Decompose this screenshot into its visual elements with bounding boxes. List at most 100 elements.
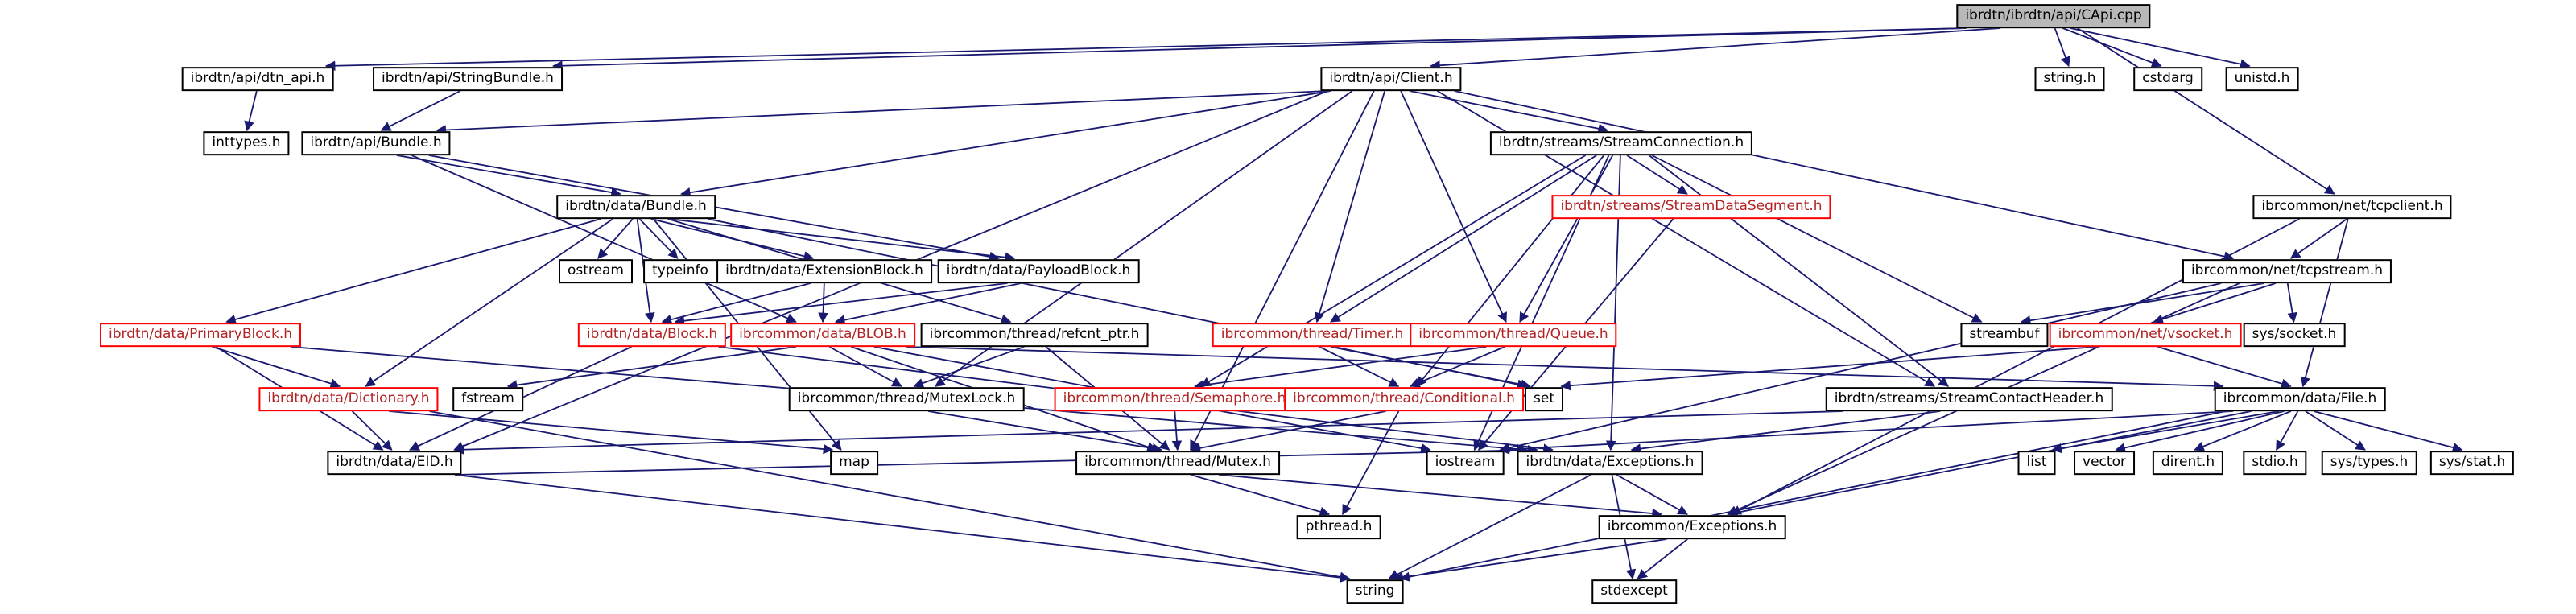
include-edge-mutexlock--mutex — [927, 410, 1163, 454]
graph-node-eid[interactable]: ibrdtn/data/EID.h — [327, 451, 462, 475]
graph-node-pthread_h[interactable]: pthread.h — [1296, 515, 1381, 539]
graph-node-ibrcommon_exceptions[interactable]: ibrcommon/Exceptions.h — [1598, 515, 1786, 539]
graph-node-vsocket[interactable]: ibrcommon/net/vsocket.h — [2049, 323, 2242, 347]
include-edge-tcpstream--vsocket — [2153, 282, 2277, 324]
graph-node-conditional[interactable]: ibrcommon/thread/Conditional.h — [1284, 387, 1524, 411]
graph-node-capi: ibrdtn/ibrdtn/api/CApi.cpp — [1956, 4, 2151, 28]
graph-node-streamconnection[interactable]: ibrdtn/streams/StreamConnection.h — [1489, 131, 1753, 155]
include-edge-api_bundle--blob — [411, 155, 797, 323]
graph-node-stdio_h[interactable]: stdio.h — [2243, 451, 2307, 475]
include-edge-queue--semaphore — [1194, 346, 1487, 390]
include-edge-client--api_bundle — [436, 90, 1328, 135]
include-edge-tcpstream--iostream_h — [1499, 282, 2222, 453]
graph-node-timer[interactable]: ibrcommon/thread/Timer.h — [1212, 323, 1413, 347]
include-edge-tcpstream--sys_socket — [2286, 282, 2297, 323]
include-edge-file--stdio_h — [2276, 410, 2299, 451]
include-edge-extensionblock--blob — [818, 282, 828, 323]
graph-node-block[interactable]: ibrdtn/data/Block.h — [577, 323, 727, 347]
include-edge-eid--string_cpp — [455, 474, 1351, 583]
graph-node-primaryblock[interactable]: ibrdtn/data/PrimaryBlock.h — [99, 323, 302, 347]
graph-node-file[interactable]: ibrcommon/data/File.h — [2214, 387, 2386, 411]
graph-node-semaphore[interactable]: ibrcommon/thread/Semaphore.h — [1054, 387, 1295, 411]
include-edge-mutex--ibrcommon_exceptions — [1219, 474, 1662, 519]
graph-node-sys_types[interactable]: sys/types.h — [2321, 451, 2417, 475]
include-edge-file--sys_types — [2305, 410, 2366, 451]
include-edge-payloadblock--blob — [834, 282, 1022, 325]
graph-node-data_bundle[interactable]: ibrdtn/data/Bundle.h — [556, 195, 716, 219]
include-edge-file--dirent_h — [2194, 410, 2292, 451]
include-edge-blob--fstream_h — [506, 346, 796, 390]
include-edge-ibrcommon_exceptions--stdexcept_h — [1637, 538, 1688, 579]
graph-node-stringbundle[interactable]: ibrdtn/api/StringBundle.h — [373, 67, 563, 91]
graph-node-vector_h[interactable]: vector — [2074, 451, 2135, 475]
graph-node-tcpstream[interactable]: ibrcommon/net/tcpstream.h — [2182, 259, 2392, 283]
include-edge-tcpclient--tcpstream — [2289, 218, 2348, 259]
include-edge-file--string_cpp — [1399, 410, 2227, 582]
include-edge-extensionblock--block — [661, 282, 811, 325]
graph-node-api_bundle[interactable]: ibrdtn/api/Bundle.h — [301, 131, 451, 155]
include-edge-vsocket--set_h — [1560, 346, 2098, 391]
include-edge-capi--cstdarg — [2062, 27, 2162, 68]
graph-node-data_exceptions[interactable]: ibrdtn/data/Exceptions.h — [1517, 451, 1703, 475]
graph-node-list_h[interactable]: list — [2017, 451, 2056, 475]
graph-node-tcpclient[interactable]: ibrcommon/net/tcpclient.h — [2252, 195, 2452, 219]
include-edge-blob--mutexlock — [828, 346, 902, 387]
include-edge-client--tcpstream — [1454, 90, 2235, 262]
graph-node-string_h[interactable]: string.h — [2034, 67, 2105, 91]
include-edge-blob--file — [906, 346, 2224, 391]
include-edge-tcpclient--file — [2300, 218, 2349, 388]
graph-node-typeinfo_h[interactable]: typeinfo — [643, 259, 717, 283]
graph-node-mutexlock[interactable]: ibrcommon/thread/MutexLock.h — [788, 387, 1025, 411]
graph-node-stdexcept_h[interactable]: stdexcept — [1591, 579, 1677, 604]
include-edge-client--queue — [1400, 90, 1507, 323]
include-edge-file--sys_stat — [2313, 410, 2463, 453]
include-edge-stringbundle--api_bundle — [380, 90, 461, 131]
include-edge-payloadblock--block — [674, 282, 1008, 326]
include-edge-data_bundle--primaryblock — [225, 218, 601, 325]
include-edge-streamcontactheader--data_exceptions — [1630, 410, 1941, 454]
include-edge-conditional--pthread_h — [1342, 410, 1400, 516]
include-edge-file--iostream_h — [1499, 410, 2234, 455]
include-edge-client--timer — [1315, 90, 1386, 323]
include-edge-file--vector_h — [2115, 410, 2285, 453]
include-edge-capi--tcpclient — [2077, 27, 2335, 195]
graph-node-sys_socket[interactable]: sys/socket.h — [2243, 323, 2346, 347]
edge-group — [212, 27, 2463, 583]
include-edge-streamconnection--timer — [1329, 155, 1597, 323]
include-edge-dictionary--string_cpp — [429, 410, 1351, 583]
graph-node-refcnt[interactable]: ibrcommon/thread/refcnt_ptr.h — [920, 323, 1149, 347]
graph-node-dtn_api[interactable]: ibrdtn/api/dtn_api.h — [181, 67, 334, 91]
graph-node-queue[interactable]: ibrcommon/thread/Queue.h — [1410, 323, 1617, 347]
include-edge-streamconnection--streambuf_h — [1651, 155, 1983, 323]
graph-node-cstdarg[interactable]: cstdarg — [2133, 67, 2202, 91]
graph-node-dirent_h[interactable]: dirent.h — [2152, 451, 2224, 475]
include-edge-data_bundle--payloadblock — [667, 218, 1016, 262]
include-edge-data_bundle--typeinfo_h — [638, 218, 679, 259]
graph-node-set_h[interactable]: set — [1525, 387, 1563, 411]
graph-node-fstream_h[interactable]: fstream — [452, 387, 523, 411]
include-edge-api_bundle--data_bundle — [396, 155, 621, 198]
include-edge-queue--conditional — [1409, 346, 1505, 388]
graph-node-iostream_h[interactable]: iostream — [1426, 451, 1505, 475]
include-edge-streamconnection--streamcontactheader — [1649, 155, 1950, 387]
graph-node-streambuf_h[interactable]: streambuf — [1960, 323, 2049, 347]
graph-node-unistd_h[interactable]: unistd.h — [2225, 67, 2299, 91]
include-edge-streamconnection--semaphore — [1200, 155, 1587, 387]
graph-node-blob[interactable]: ibrcommon/data/BLOB.h — [730, 323, 915, 347]
graph-node-map_h[interactable]: map — [830, 451, 878, 475]
graph-node-dictionary[interactable]: ibrdtn/data/Dictionary.h — [258, 387, 439, 411]
graph-node-ostream_h[interactable]: ostream — [559, 259, 633, 283]
include-edge-capi--stringbundle — [551, 27, 1967, 71]
graph-node-streamcontactheader[interactable]: ibrdtn/streams/StreamContactHeader.h — [1825, 387, 2113, 411]
graph-node-mutex[interactable]: ibrcommon/thread/Mutex.h — [1075, 451, 1280, 475]
include-edge-file--ibrcommon_exceptions — [1728, 410, 2252, 517]
graph-node-client[interactable]: ibrdtn/api/Client.h — [1320, 67, 1462, 91]
graph-node-streamdatasegment[interactable]: ibrdtn/streams/StreamDataSegment.h — [1551, 195, 1831, 219]
graph-node-sys_stat[interactable]: sys/stat.h — [2429, 451, 2515, 475]
include-edge-data_bundle--ostream_h — [597, 218, 634, 259]
graph-node-extensionblock[interactable]: ibrdtn/data/ExtensionBlock.h — [716, 259, 932, 283]
graph-node-payloadblock[interactable]: ibrdtn/data/PayloadBlock.h — [937, 259, 1140, 283]
graph-node-string_cpp[interactable]: string — [1346, 579, 1404, 604]
graph-node-inttypes_h[interactable]: inttypes.h — [203, 131, 290, 155]
